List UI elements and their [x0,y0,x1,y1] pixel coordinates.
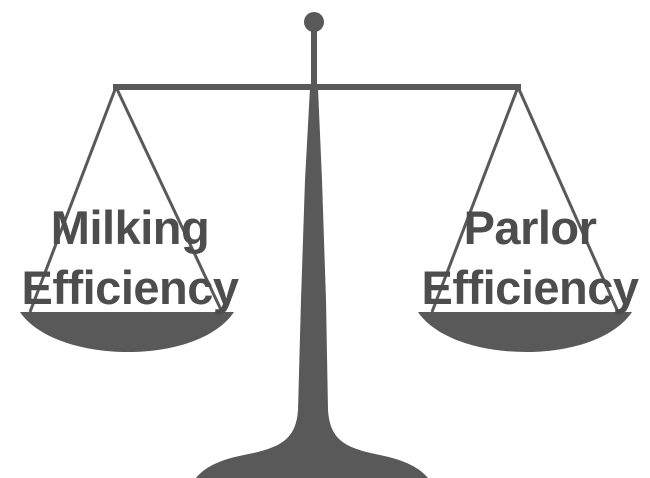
left-pan-string-left [28,86,118,313]
scale-pillar [196,88,428,478]
scale-post-top [311,28,317,88]
scale-beam [113,84,521,90]
right-pan-label-line1: Parlor [463,201,597,254]
scale-finial [304,12,324,32]
right-pan-label: Parlor Efficiency [405,198,650,318]
right-pan-string-left [430,86,520,313]
left-pan-label-line2: Efficiency [21,261,239,314]
right-pan-string-right [516,86,620,313]
left-pan-label: Milking Efficiency [5,198,255,318]
left-pan-string-right [114,86,224,313]
left-pan [20,312,234,352]
right-pan [418,312,632,352]
left-pan-label-line1: Milking [50,201,210,254]
right-pan-label-line2: Efficiency [421,261,639,314]
